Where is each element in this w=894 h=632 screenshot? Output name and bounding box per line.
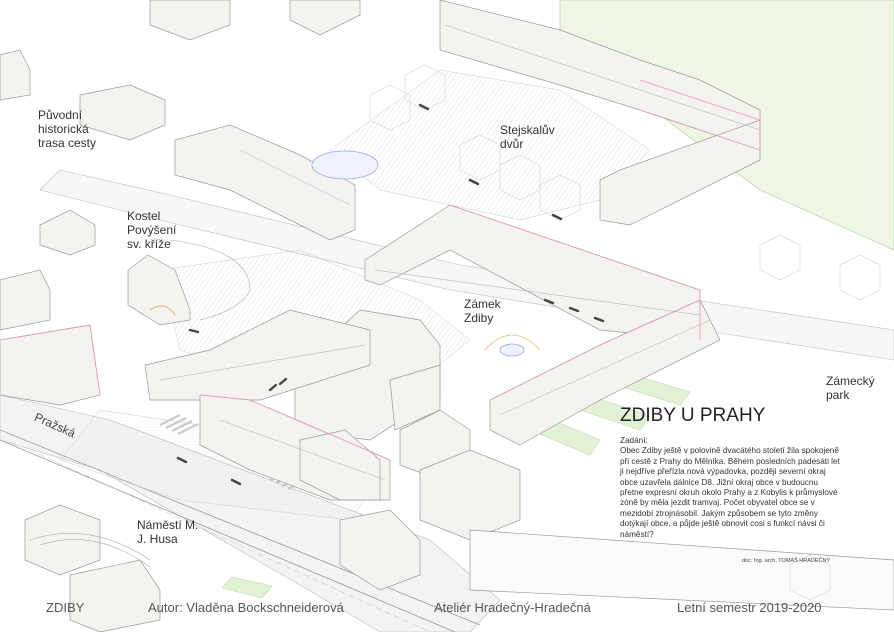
label-historic-route: Původní historická trasa cesty	[38, 108, 97, 150]
signature: doc. Ing. arch. TOMÁŠ HRADEČNÝ	[742, 558, 831, 564]
fountain	[311, 150, 541, 357]
roof-ridges	[159, 24, 761, 481]
label-church: Kostel Povýšení sv. kříže	[127, 209, 177, 251]
label-chateau: Zámek Zdiby	[464, 297, 501, 325]
historic-outlines	[0, 79, 761, 461]
label-square: Náměstí M. J. Husa	[137, 518, 199, 546]
paths	[29, 239, 251, 568]
brief-text: Obec Zdiby ještě v polovině dvacátého st…	[620, 446, 840, 539]
footer-place: ZDIBY	[46, 600, 85, 615]
footer-author: Autor: Vladěna Bockschneiderová	[148, 600, 344, 615]
footer-studio: Ateliér Hradečný-Hradečná	[434, 600, 591, 615]
trees	[369, 64, 881, 601]
project-title: ZDIBY U PRAHY	[620, 405, 766, 426]
label-stejskal-court: Stejskalův dvůr	[500, 123, 555, 151]
project-brief: Zadání: Obec Zdiby ještě v polovině dvac…	[620, 436, 842, 540]
brief-heading: Zadání:	[620, 436, 648, 445]
label-chateau-park: Zámecký park	[826, 374, 875, 402]
footer-semester: Letní semestr 2019-2020	[677, 600, 822, 615]
parked-cars	[176, 103, 605, 486]
